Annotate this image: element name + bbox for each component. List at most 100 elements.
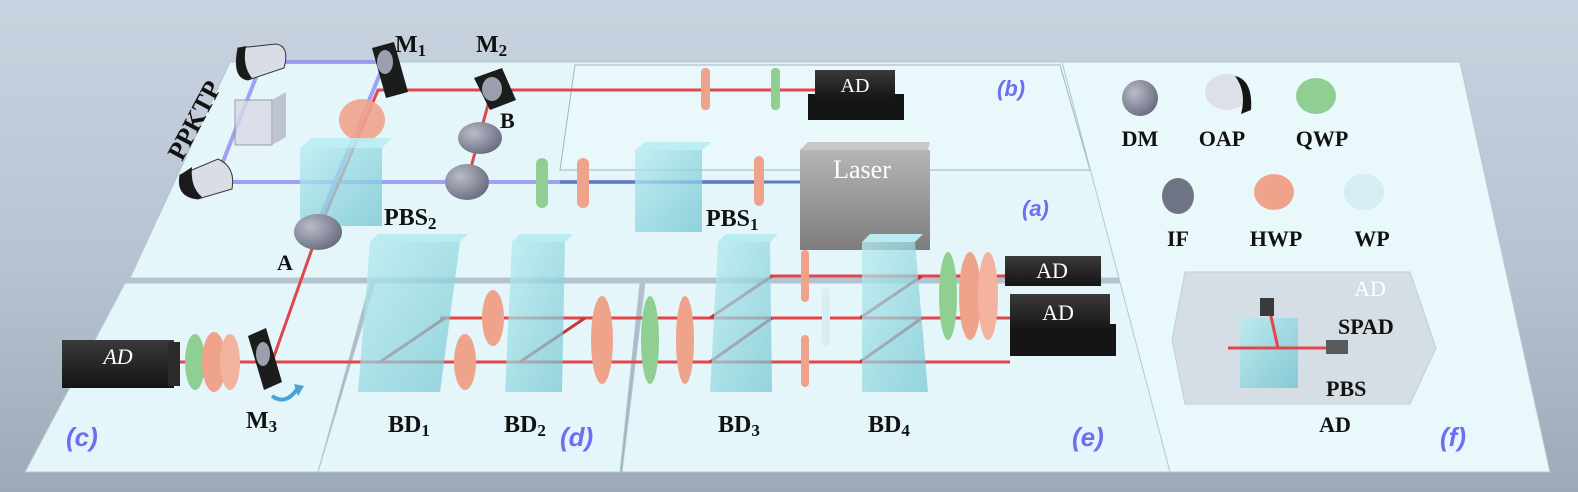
- inset-ad-top-label: AD: [1354, 276, 1386, 301]
- label-m2: M2: [476, 32, 507, 60]
- inset-spad-top-icon: [1260, 298, 1274, 316]
- legend: DM OAP QWP IF HWP WP AD SPAD PBS AD: [1122, 74, 1437, 437]
- pbs1-cube: [635, 150, 702, 232]
- label-pbs2: PBS2: [384, 205, 437, 233]
- laser-unit: Laser: [800, 142, 930, 250]
- ppktp-crystal: [234, 99, 273, 146]
- label-pbs1: PBS1: [706, 206, 759, 234]
- label-bd3: BD3: [718, 412, 760, 440]
- idler-beam-a: [270, 231, 320, 363]
- panel-tag-a: (a): [1022, 196, 1049, 221]
- qwp-pump: [536, 158, 548, 208]
- label-m1: M1: [395, 32, 426, 60]
- legend-dm-label: DM: [1122, 126, 1159, 151]
- bd1: [358, 242, 460, 392]
- legend-hwp-label: HWP: [1250, 226, 1303, 251]
- rotate-arrow-icon: [270, 386, 300, 402]
- pbs2-cube: [300, 148, 382, 226]
- ad-c-label: AD: [101, 344, 132, 369]
- hwp-laser: [754, 156, 764, 206]
- panel-tag-d: (d): [560, 422, 593, 452]
- hwp-e-bottom: [801, 335, 809, 387]
- bd4: [862, 242, 928, 392]
- legend-qwp-label: QWP: [1296, 126, 1349, 151]
- inset-spad-label: SPAD: [1338, 314, 1394, 339]
- ad-detector-e-bottom: AD: [1010, 294, 1116, 356]
- dm-a-icon: [294, 214, 342, 250]
- hwp-c-1: [202, 332, 226, 392]
- ad-b-label: AD: [841, 75, 870, 97]
- laser-body: [800, 150, 930, 250]
- mirror-m2-face: [482, 77, 502, 101]
- bd3-top: [718, 234, 778, 242]
- oap-cap-top: [236, 46, 252, 80]
- ad-e-bottom-body: [1010, 294, 1110, 332]
- hwp-e-1: [676, 296, 694, 384]
- laser-label: Laser: [833, 155, 891, 184]
- legend-oap-cap: [1235, 76, 1252, 114]
- legend-dm-icon: [1122, 80, 1158, 116]
- ad-e-top-label: AD: [1036, 258, 1068, 283]
- hwp-c-2: [220, 334, 240, 390]
- laser-components: Laser: [536, 142, 930, 250]
- inset-beam-v: [1268, 311, 1280, 349]
- bd4-top: [862, 234, 923, 242]
- qwp-b: [771, 68, 780, 110]
- panel-tag-f: (f): [1440, 422, 1466, 452]
- legend-if-label: IF: [1167, 226, 1189, 251]
- ad-c-body: [62, 340, 174, 388]
- hwp-d-2: [482, 290, 504, 346]
- ad-detector-c: AD: [62, 340, 180, 388]
- ad-detector-e-top: AD: [1005, 256, 1101, 286]
- legend-qwp-icon: [1296, 78, 1336, 114]
- label-bd4: BD4: [868, 412, 910, 440]
- ad-c-front: [168, 342, 180, 386]
- laser-top: [800, 142, 930, 150]
- bd2: [505, 242, 565, 392]
- qwp-e: [641, 296, 659, 384]
- hwp-pump-1: [577, 158, 589, 208]
- label-bd1: BD1: [388, 412, 430, 440]
- hwp-b: [701, 68, 710, 110]
- panel-tags: (a) (b) (c) (d) (e) (f): [66, 76, 1466, 452]
- hwp-pump: [339, 99, 385, 141]
- hwp-d-1: [454, 334, 476, 390]
- inset-pbs-cube: [1240, 318, 1298, 388]
- ad-e-bottom-label: AD: [1042, 300, 1074, 325]
- panel-tag-c: (c): [66, 422, 98, 452]
- pump-components: [178, 42, 516, 250]
- ad-b-body: [815, 70, 895, 100]
- hwp-e-top: [801, 250, 809, 302]
- hwp-e-2: [959, 252, 981, 340]
- label-b: B: [500, 108, 515, 133]
- rotate-arrowhead: [294, 384, 304, 396]
- legend-hwp-icon: [1254, 174, 1294, 210]
- label-m3: M3: [246, 408, 277, 436]
- qwp-e-2: [939, 252, 957, 340]
- pbs2-cube-top: [300, 138, 392, 148]
- ad-detector-b: AD: [808, 70, 904, 120]
- hwp-e-3: [978, 252, 998, 340]
- inset-ad-bottom-label: AD: [1319, 412, 1351, 437]
- legend-oap-label: OAP: [1199, 126, 1245, 151]
- wp-e: [822, 288, 830, 346]
- inset-ad-box: [1171, 271, 1437, 405]
- mirror-m3-face: [256, 342, 270, 366]
- mirror-m1-face: [377, 50, 393, 74]
- inset-pbs-label: PBS: [1326, 376, 1366, 401]
- panel-tag-e: (e): [1072, 422, 1104, 452]
- ppktp-crystal-side: [272, 92, 286, 145]
- panel-b-components: AD: [701, 68, 904, 120]
- pbs1-cube-top: [635, 142, 712, 150]
- inset-spad-right-icon: [1326, 340, 1348, 354]
- bd1-top: [370, 234, 468, 242]
- label-a: A: [277, 250, 293, 275]
- legend-oap-icon: [1205, 74, 1249, 110]
- bd2-top: [512, 234, 573, 242]
- panel-c-components: AD: [62, 328, 304, 402]
- oap-cap-bottom: [179, 167, 202, 199]
- legend-wp-icon: [1344, 174, 1384, 210]
- bd3: [710, 242, 772, 392]
- legend-wp-label: WP: [1354, 226, 1389, 251]
